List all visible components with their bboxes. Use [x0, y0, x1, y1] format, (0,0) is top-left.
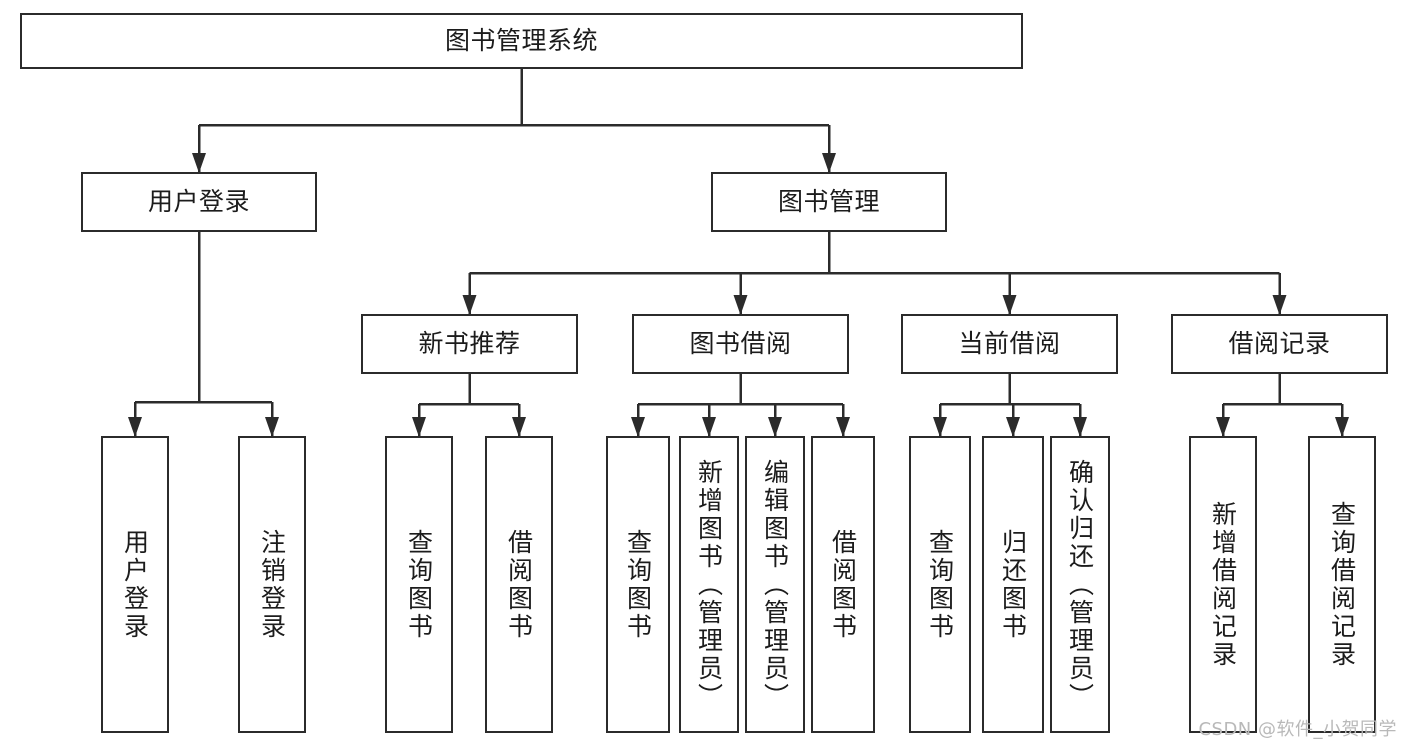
node-book-borrowing[interactable]: 图书借阅	[632, 314, 849, 374]
node-current-borrowing-label: 当前借阅	[958, 329, 1061, 359]
leaf-query-books-current[interactable]: 查询图书	[909, 436, 971, 733]
leaf-user-login[interactable]: 用户登录	[101, 436, 169, 733]
node-borrowing-records-label: 借阅记录	[1228, 329, 1331, 359]
leaf-edit-book-admin-label: 编辑图书（管理员）	[760, 458, 790, 711]
leaf-query-borrow-record-label: 查询借阅记录	[1327, 500, 1357, 669]
node-user-login[interactable]: 用户登录	[81, 172, 317, 232]
leaf-query-books-recommend[interactable]: 查询图书	[385, 436, 453, 733]
leaf-borrow-books-label: 借阅图书	[828, 528, 858, 641]
node-borrowing-records[interactable]: 借阅记录	[1171, 314, 1388, 374]
leaf-confirm-return-admin[interactable]: 确认归还（管理员）	[1050, 436, 1110, 733]
node-root[interactable]: 图书管理系统	[20, 13, 1023, 69]
leaf-query-books-borrowing[interactable]: 查询图书	[606, 436, 670, 733]
leaf-query-books-recommend-label: 查询图书	[404, 528, 434, 641]
node-user-login-label: 用户登录	[147, 187, 250, 217]
leaf-query-borrow-record[interactable]: 查询借阅记录	[1308, 436, 1376, 733]
leaf-logout-label: 注销登录	[257, 528, 287, 641]
node-book-management[interactable]: 图书管理	[711, 172, 947, 232]
watermark-text: CSDN @软件_小贺同学	[1198, 719, 1397, 740]
leaf-return-books[interactable]: 归还图书	[982, 436, 1044, 733]
node-current-borrowing[interactable]: 当前借阅	[901, 314, 1118, 374]
leaf-add-book-admin[interactable]: 新增图书（管理员）	[679, 436, 739, 733]
leaf-borrow-books[interactable]: 借阅图书	[811, 436, 875, 733]
leaf-user-login-label: 用户登录	[120, 528, 150, 641]
node-new-book-recommendation[interactable]: 新书推荐	[361, 314, 578, 374]
leaf-add-borrow-record-label: 新增借阅记录	[1208, 500, 1238, 669]
node-root-label: 图书管理系统	[444, 26, 598, 56]
leaf-edit-book-admin[interactable]: 编辑图书（管理员）	[745, 436, 805, 733]
leaf-confirm-return-admin-label: 确认归还（管理员）	[1065, 458, 1095, 711]
leaf-query-books-current-label: 查询图书	[925, 528, 955, 641]
node-book-management-label: 图书管理	[777, 187, 880, 217]
node-new-book-recommendation-label: 新书推荐	[418, 329, 521, 359]
node-book-borrowing-label: 图书借阅	[689, 329, 792, 359]
leaf-borrow-books-recommend[interactable]: 借阅图书	[485, 436, 553, 733]
leaf-add-book-admin-label: 新增图书（管理员）	[694, 458, 724, 711]
leaf-logout[interactable]: 注销登录	[238, 436, 306, 733]
leaf-query-books-borrowing-label: 查询图书	[623, 528, 653, 641]
leaf-borrow-books-recommend-label: 借阅图书	[504, 528, 534, 641]
leaf-return-books-label: 归还图书	[998, 528, 1028, 641]
leaf-add-borrow-record[interactable]: 新增借阅记录	[1189, 436, 1257, 733]
